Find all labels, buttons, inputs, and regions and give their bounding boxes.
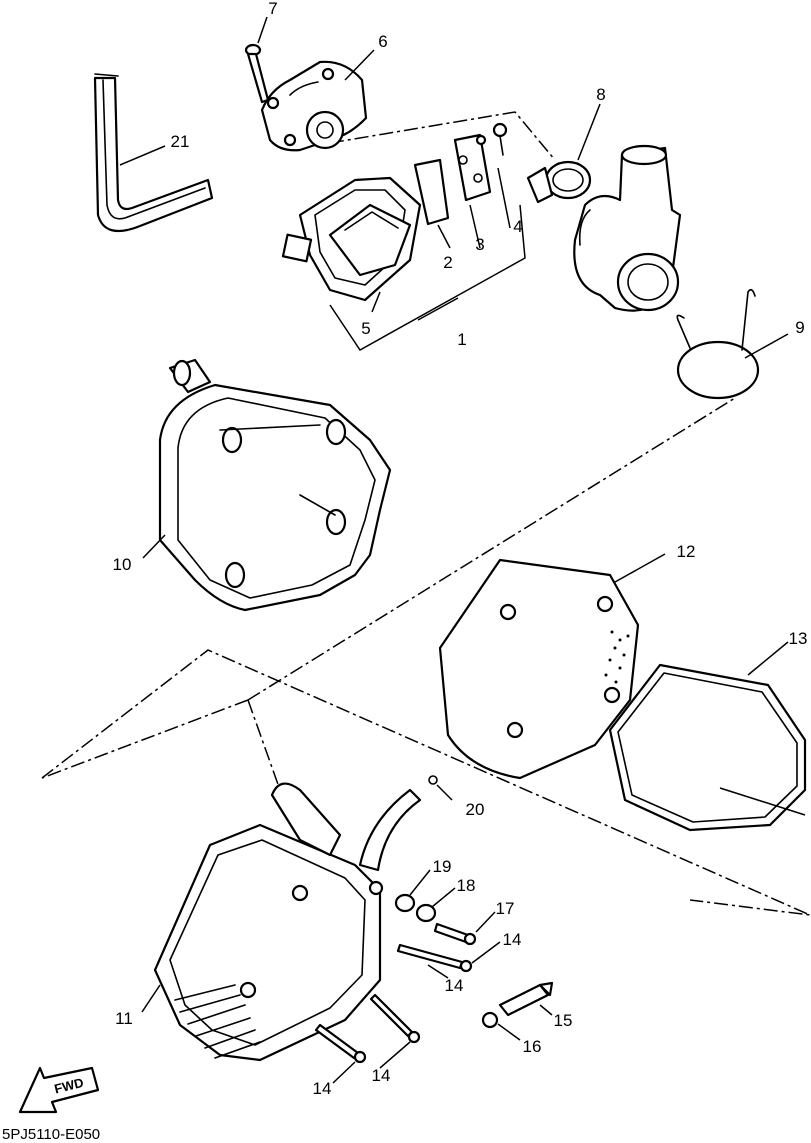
assembly-lines [41,111,811,916]
label-19: 19 [433,857,452,876]
label-9: 9 [795,318,804,337]
part-7-bolt [244,43,270,104]
label-14-c: 14 [372,1066,391,1085]
label-11: 11 [115,1009,133,1028]
label-2: 2 [443,253,452,272]
part-11-outer-cover [153,782,422,1062]
part-3-stopper [453,133,492,202]
part-17-bolt [433,922,477,946]
part-13-gasket [608,663,807,832]
label-4: 4 [513,217,522,236]
label-5: 5 [361,319,370,338]
part-15-pin [498,981,554,1017]
label-16: 16 [523,1037,542,1056]
label-14-d: 14 [313,1079,332,1098]
fwd-label: FWD [53,1075,85,1097]
leader-lines [119,16,806,1084]
label-21: 21 [171,132,190,151]
drawing-code: 5PJ5110-E050 [2,1126,100,1143]
vent-holes [604,630,630,684]
label-13: 13 [789,629,808,648]
part-1-reed-block [281,203,412,277]
label-10: 10 [113,555,132,574]
label-15: 15 [554,1011,573,1030]
label-17: 17 [496,899,515,918]
intake-elbow [573,144,682,312]
fwd-direction-arrow: FWD [18,1066,100,1114]
part-12-cover-plate [438,558,640,780]
part-18-grommet [415,903,437,923]
part-14-bolts [314,943,473,1064]
part-number-labels: 1 2 3 4 5 6 7 8 9 10 11 12 13 14 14 14 1… [113,0,808,1098]
label-14-a: 14 [503,930,522,949]
part-2-reed-plate [413,158,450,226]
reed-leaders [329,167,526,351]
part-19-collar [394,893,416,913]
part-4-screw [475,122,508,156]
part-6-valve [260,60,368,152]
part-21-hose [93,73,214,233]
part-20-plug [428,775,453,801]
label-7: 7 [268,0,277,18]
part-10-head-cover [158,358,392,612]
label-12: 12 [677,542,696,561]
label-8: 8 [596,85,605,104]
label-18: 18 [457,876,476,895]
cooling-fins [174,984,261,1059]
part-9-clip [676,288,760,400]
label-14-b: 14 [445,976,464,995]
part-8-clamp [526,160,592,204]
part-16-fitting [481,1011,499,1029]
label-20: 20 [466,800,485,819]
label-6: 6 [378,32,387,51]
label-3: 3 [475,235,484,254]
label-1: 1 [457,330,466,349]
